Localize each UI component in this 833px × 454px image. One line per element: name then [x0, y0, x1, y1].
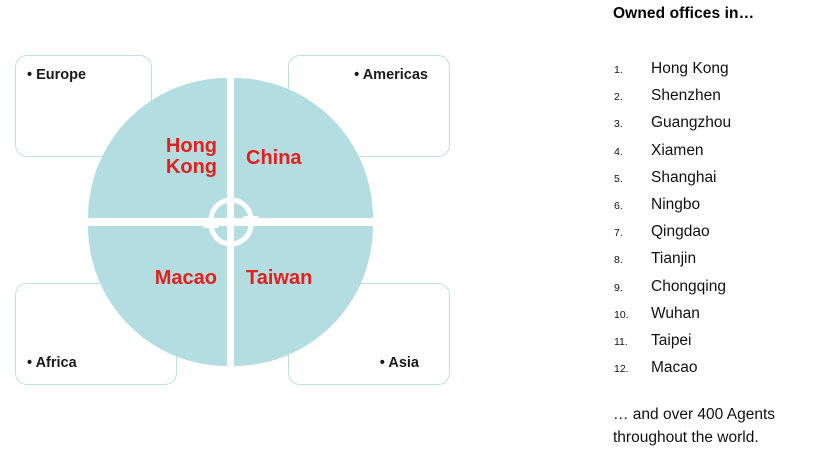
list-item-city: Shenzhen: [651, 87, 721, 105]
list-item-city: Chongqing: [651, 277, 726, 295]
list-item-city: Hong Kong: [651, 60, 729, 77]
region-label-europe: • Europe: [27, 67, 87, 83]
quadrant-circle: Hong Kong China Macao Taiwan: [88, 78, 373, 366]
region-label-asia: • Asia: [379, 354, 419, 371]
list-item[interactable]: 8. Tianjin: [610, 245, 833, 272]
list-item-city: Wuhan: [651, 304, 700, 322]
list-item-city: Tianjin: [651, 250, 697, 268]
list-item-number: 1.: [614, 64, 623, 76]
list-item[interactable]: 10. Wuhan: [610, 300, 833, 327]
list-item[interactable]: 4. Xiamen: [610, 137, 833, 164]
quadrant-label-taiwan: Taiwan: [246, 267, 313, 289]
list-item-city: Qingdao: [651, 223, 710, 241]
quadrant-taiwan[interactable]: Taiwan: [234, 226, 373, 366]
list-item-number: 3.: [614, 118, 623, 131]
list-item[interactable]: 2. Shenzhen: [610, 82, 833, 109]
quadrant-label-china: China: [246, 147, 302, 169]
list-item[interactable]: 7. Qingdao: [610, 218, 833, 245]
list-item-number: 9.: [614, 281, 623, 294]
list-item[interactable]: 1. Hong Kong: [610, 55, 833, 82]
list-item[interactable]: 3. Guangzhou: [610, 109, 833, 136]
list-item-number: 10.: [614, 308, 629, 321]
list-item-city: Macao: [651, 359, 698, 377]
list-item[interactable]: 5. Shanghai: [610, 164, 833, 191]
list-item-number: 5.: [614, 172, 623, 185]
list-item-city: Taipei: [651, 331, 692, 349]
owned-offices-list: 1. Hong Kong 2. Shenzhen 3. Guangzhou 4.…: [610, 55, 833, 381]
owned-offices-panel: Owned offices in… 1. Hong Kong 2. Shenzh…: [610, 0, 833, 454]
quadrant-label-hong-kong: Hong Kong: [165, 135, 217, 178]
quadrant-china[interactable]: China: [234, 78, 373, 218]
region-label-americas: • Americas: [354, 67, 428, 83]
list-item-number: 7.: [614, 227, 623, 240]
regions-wheel-diagram: • Europe • Americas • Africa • Asia Hong…: [15, 55, 450, 385]
list-item[interactable]: 6. Ningbo: [610, 191, 833, 218]
list-item-city: Guangzhou: [651, 114, 732, 132]
list-item-number: 4.: [614, 145, 623, 158]
region-label-africa: • Africa: [27, 354, 77, 371]
agents-footnote: … and over 400 Agents throughout the wor…: [613, 406, 776, 446]
list-item[interactable]: 11. Taipei: [610, 327, 833, 354]
list-item[interactable]: 12. Macao: [610, 354, 833, 381]
panel-title: Owned offices in…: [613, 5, 755, 22]
list-item-city: Ningbo: [651, 195, 701, 213]
list-item-city: Shanghai: [651, 168, 717, 186]
quadrant-hong-kong[interactable]: Hong Kong: [88, 78, 227, 218]
quadrant-macao[interactable]: Macao: [88, 226, 227, 366]
list-item-number: 2.: [614, 91, 623, 104]
quadrant-label-macao: Macao: [154, 267, 217, 289]
list-item-number: 6.: [614, 199, 623, 212]
list-item-number: 12.: [614, 363, 629, 376]
list-item-city: Xiamen: [651, 141, 704, 159]
list-item[interactable]: 9. Chongqing: [610, 273, 833, 300]
list-item-number: 8.: [614, 254, 623, 267]
list-item-number: 11.: [614, 335, 628, 348]
